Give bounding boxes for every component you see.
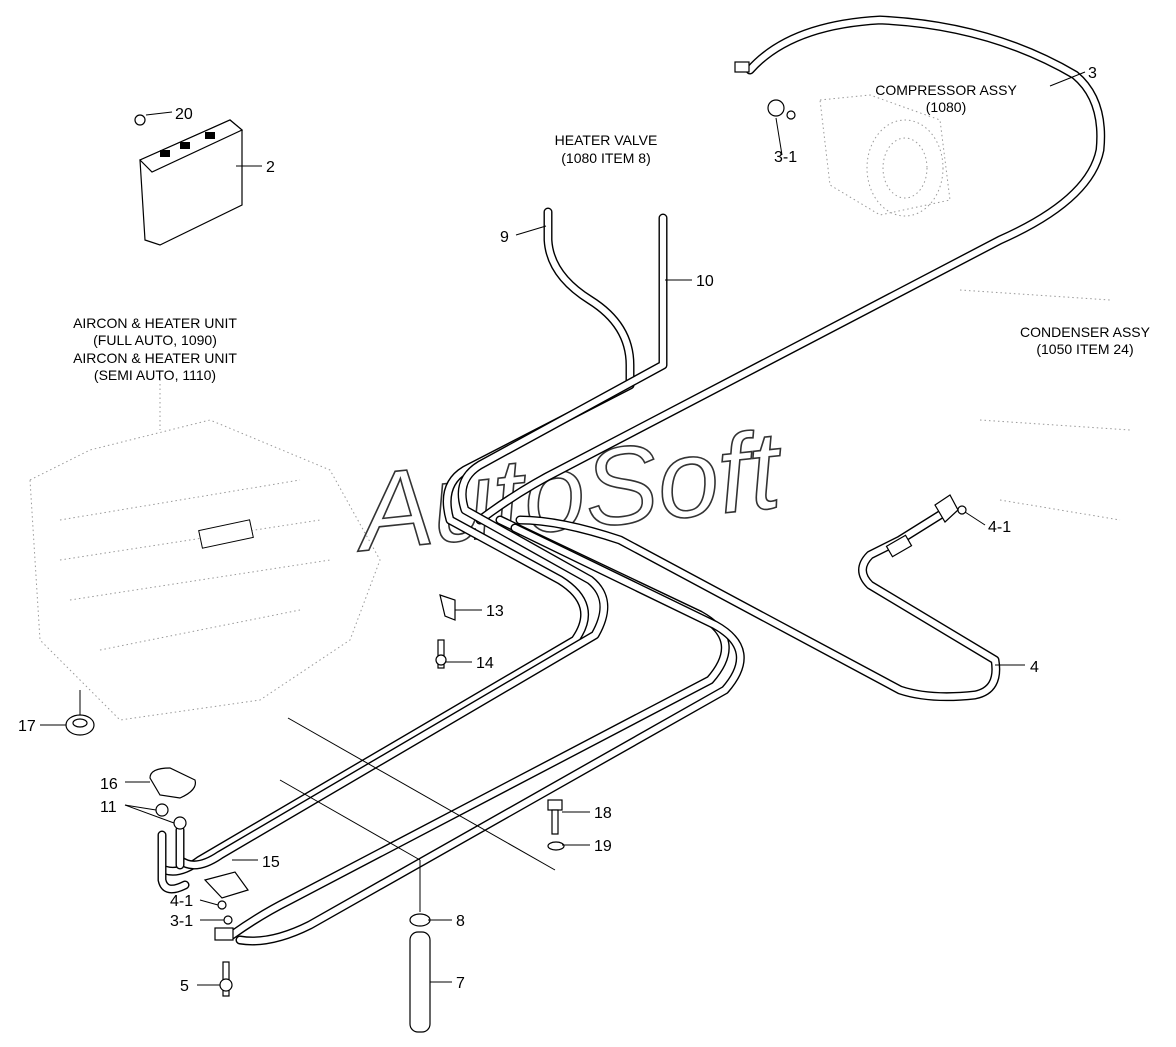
bolt-18 [547, 799, 563, 835]
fitting-4-right [885, 494, 967, 558]
compressor-ref: (1080) [926, 99, 966, 115]
callout-10: 10 [696, 273, 714, 290]
callout-17: 17 [18, 718, 36, 735]
aircon-full-ref: (FULL AUTO, 1090) [93, 332, 217, 348]
condenser-title: CONDENSER ASSY [1020, 324, 1151, 340]
clips-11 [155, 803, 187, 830]
bracket-13 [439, 594, 456, 621]
hose-stubs-left [157, 825, 190, 894]
bolt-14 [435, 639, 447, 669]
callout-3-1-left: 3-1 [170, 913, 193, 930]
callout-4-1-right: 4-1 [988, 519, 1011, 536]
callout-labels: 20 2 3 3-1 9 10 4 4-1 13 14 17 16 11 15 … [18, 65, 1097, 995]
callout-14: 14 [476, 655, 494, 672]
aircon-semi-title: AIRCON & HEATER UNIT [73, 350, 237, 366]
heater-valve-title: HEATER VALVE [555, 132, 658, 148]
callout-16: 16 [100, 776, 118, 793]
tube-3 [475, 15, 1106, 525]
callout-11: 11 [100, 799, 117, 816]
callout-4: 4 [1030, 659, 1039, 676]
hose-7 [409, 931, 431, 1033]
aircon-semi-ref: (SEMI AUTO, 1110) [94, 367, 216, 383]
block-fittings-left [214, 900, 234, 941]
clamp-15 [203, 871, 249, 899]
callout-5: 5 [180, 978, 189, 995]
tube-10 [175, 213, 668, 870]
callout-19: 19 [594, 838, 612, 855]
callout-4-1-left: 4-1 [170, 893, 193, 910]
tube-lower-pair [227, 515, 745, 946]
caption-compressor: COMPRESSOR ASSY (1080) [875, 82, 1017, 115]
tube-4 [515, 510, 1001, 702]
grommet-17 [65, 714, 95, 736]
callout-9: 9 [500, 229, 509, 246]
condenser-ref: (1050 ITEM 24) [1036, 341, 1133, 357]
control-panel-2 [134, 114, 244, 246]
clamp-16 [149, 767, 197, 799]
heater-valve-ref: (1080 ITEM 8) [561, 150, 650, 166]
leader-lines [40, 71, 1086, 986]
callout-15: 15 [262, 854, 280, 871]
compressor-title: COMPRESSOR ASSY [875, 82, 1017, 98]
bolt-5 [219, 961, 233, 997]
clip-8 [409, 913, 431, 927]
fitting-3-1-top [734, 61, 796, 120]
callout-2: 2 [266, 159, 275, 176]
aircon-heater-unit-ghost [29, 375, 381, 721]
compressor-ghost [819, 94, 951, 217]
caption-heater-valve: HEATER VALVE (1080 ITEM 8) [555, 132, 658, 166]
washer-19 [547, 841, 565, 851]
callout-3-1-top: 3-1 [774, 149, 797, 166]
callout-20: 20 [175, 106, 193, 123]
callout-8: 8 [456, 913, 465, 930]
caption-condenser: CONDENSER ASSY (1050 ITEM 24) [1020, 324, 1151, 357]
callout-13: 13 [486, 603, 504, 620]
callout-18: 18 [594, 805, 612, 822]
callout-3: 3 [1088, 65, 1097, 82]
aircon-full-title: AIRCON & HEATER UNIT [73, 315, 237, 331]
caption-aircon: AIRCON & HEATER UNIT (FULL AUTO, 1090) A… [73, 315, 237, 383]
callout-7: 7 [456, 975, 465, 992]
